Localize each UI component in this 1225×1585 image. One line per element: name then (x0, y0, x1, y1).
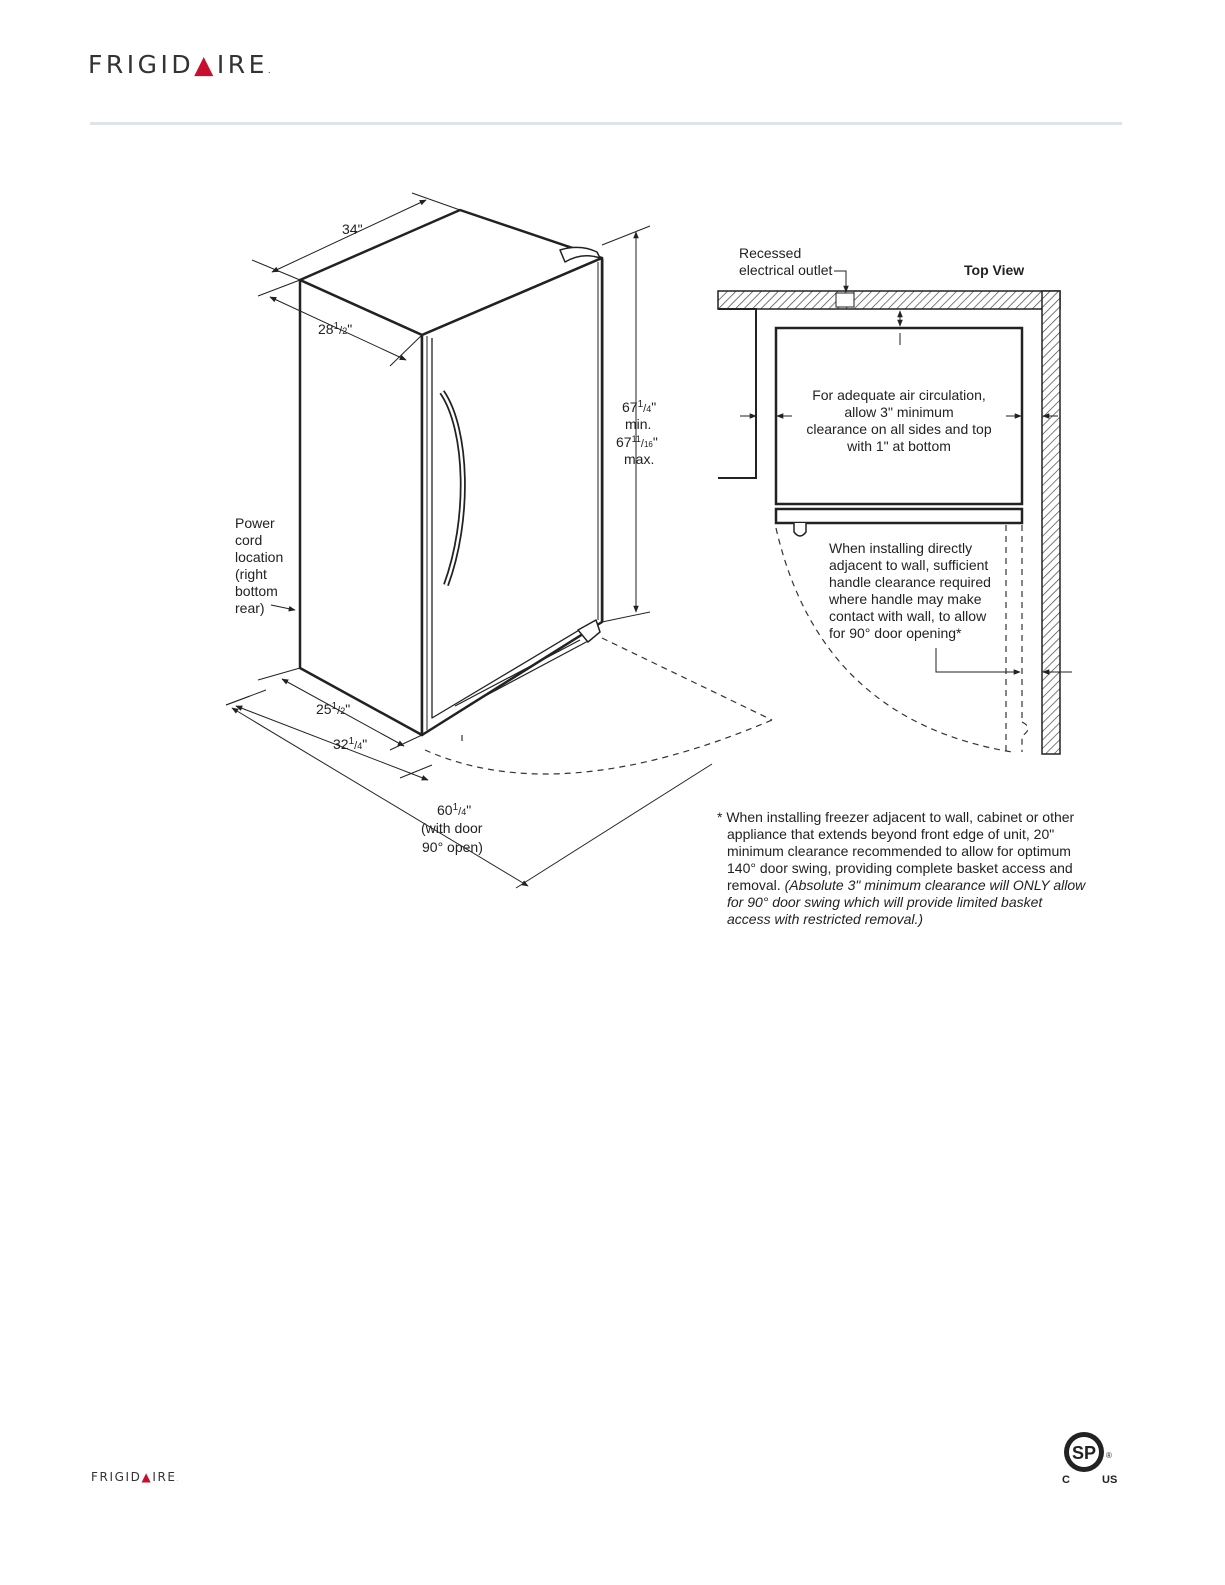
depth-door-label: 321/4" (333, 736, 367, 752)
svg-text:for 90° door swing which will: for 90° door swing which will provide li… (727, 894, 1043, 910)
height-max-label: 6711/16" (616, 434, 658, 450)
svg-text:access with restricted removal: access with restricted removal.) (727, 911, 923, 927)
brand-logo-footer: FRIGID▲IRE. (91, 1470, 178, 1484)
header-divider (90, 122, 1122, 125)
svg-text:For adequate air circulation,: For adequate air circulation, (812, 387, 986, 403)
rear-wall (717, 290, 1061, 310)
depth-bottom-label: 251/2" (316, 701, 350, 717)
cabinet-foot (577, 619, 601, 643)
power-cord-label: Power cord location (right bottom rear) (235, 515, 283, 616)
svg-text:rear): rear) (235, 600, 265, 616)
svg-text:contact with wall, to allow: contact with wall, to allow (829, 608, 987, 624)
svg-text:location: location (235, 549, 283, 565)
brand-logo-header: FRIGID▲IRE. (88, 50, 271, 79)
handle-clearance-note: When installing directly adjacent to wal… (828, 540, 991, 641)
svg-text:clearance on all sides and top: clearance on all sides and top (806, 421, 991, 437)
logo-triangle-icon: ▲ (141, 1470, 153, 1484)
outlet-label-line1: Recessed (739, 245, 801, 261)
freezer-door-top (774, 507, 1024, 525)
svg-text:handle clearance required: handle clearance required (829, 574, 991, 590)
svg-text:US: US (1102, 1474, 1117, 1486)
svg-text:SP: SP (1072, 1443, 1096, 1463)
svg-text:(right: (right (235, 566, 267, 582)
height-max-word: max. (624, 451, 654, 467)
installation-footnote: * When installing freezer adjacent to wa… (717, 809, 1086, 927)
top-view-diagram (717, 270, 1072, 755)
svg-text:allow 3" minimum: allow 3" minimum (844, 404, 953, 420)
electrical-outlet (835, 292, 855, 308)
height-min-label: 671/4" (622, 399, 656, 415)
svg-text:where handle may make: where handle may make (828, 591, 982, 607)
svg-text:®: ® (1106, 1451, 1112, 1460)
svg-text:removal. (Absolute 3" minimum: removal. (Absolute 3" minimum clearance … (727, 877, 1086, 893)
logo-triangle-icon: ▲ (194, 50, 217, 79)
svg-text:601/4": 601/4" (437, 802, 471, 818)
freezer-top-outline (774, 326, 1024, 506)
cabinet-door (420, 256, 604, 737)
top-view-title: Top View (964, 262, 1024, 278)
cabinet-side (298, 278, 424, 737)
svg-text:with 1" at bottom: with 1" at bottom (846, 438, 951, 454)
svg-text:adjacent to wall, sufficient: adjacent to wall, sufficient (829, 557, 988, 573)
csa-certification-mark: SP ® C US (1062, 1432, 1117, 1486)
handle-top-view (793, 523, 807, 537)
svg-text:* When installing freezer adja: * When installing freezer adjacent to wa… (717, 809, 1075, 825)
svg-text:When installing directly: When installing directly (829, 540, 972, 556)
svg-text:140° door swing, providing com: 140° door swing, providing complete bask… (727, 860, 1073, 876)
svg-text:bottom: bottom (235, 583, 278, 599)
svg-text:C: C (1062, 1474, 1070, 1486)
cabinet-outline (718, 308, 757, 479)
svg-text:appliance that extends beyond: appliance that extends beyond front edge… (727, 826, 1054, 842)
freezer-illustration (298, 208, 604, 737)
side-wall (1041, 290, 1061, 755)
height-min-word: min. (625, 416, 651, 432)
svg-text:Power: Power (235, 515, 275, 531)
depth-open-label: 601/4" (with door 90° open) (421, 802, 483, 855)
circulation-note: For adequate air circulation, allow 3" m… (806, 387, 991, 454)
outlet-label-line2: electrical outlet (739, 262, 832, 278)
svg-text:cord: cord (235, 532, 262, 548)
svg-text:90° open): 90° open) (422, 839, 483, 855)
width-label: 34" (342, 221, 363, 237)
svg-text:minimum clearance recommended: minimum clearance recommended to allow f… (727, 843, 1071, 859)
door-hinge (559, 246, 601, 263)
svg-text:for 90° door opening*: for 90° door opening* (829, 625, 962, 641)
depth-top-label: 281/2" (318, 321, 352, 337)
top-door-swing (775, 527, 1013, 753)
svg-text:(with door: (with door (421, 820, 483, 836)
